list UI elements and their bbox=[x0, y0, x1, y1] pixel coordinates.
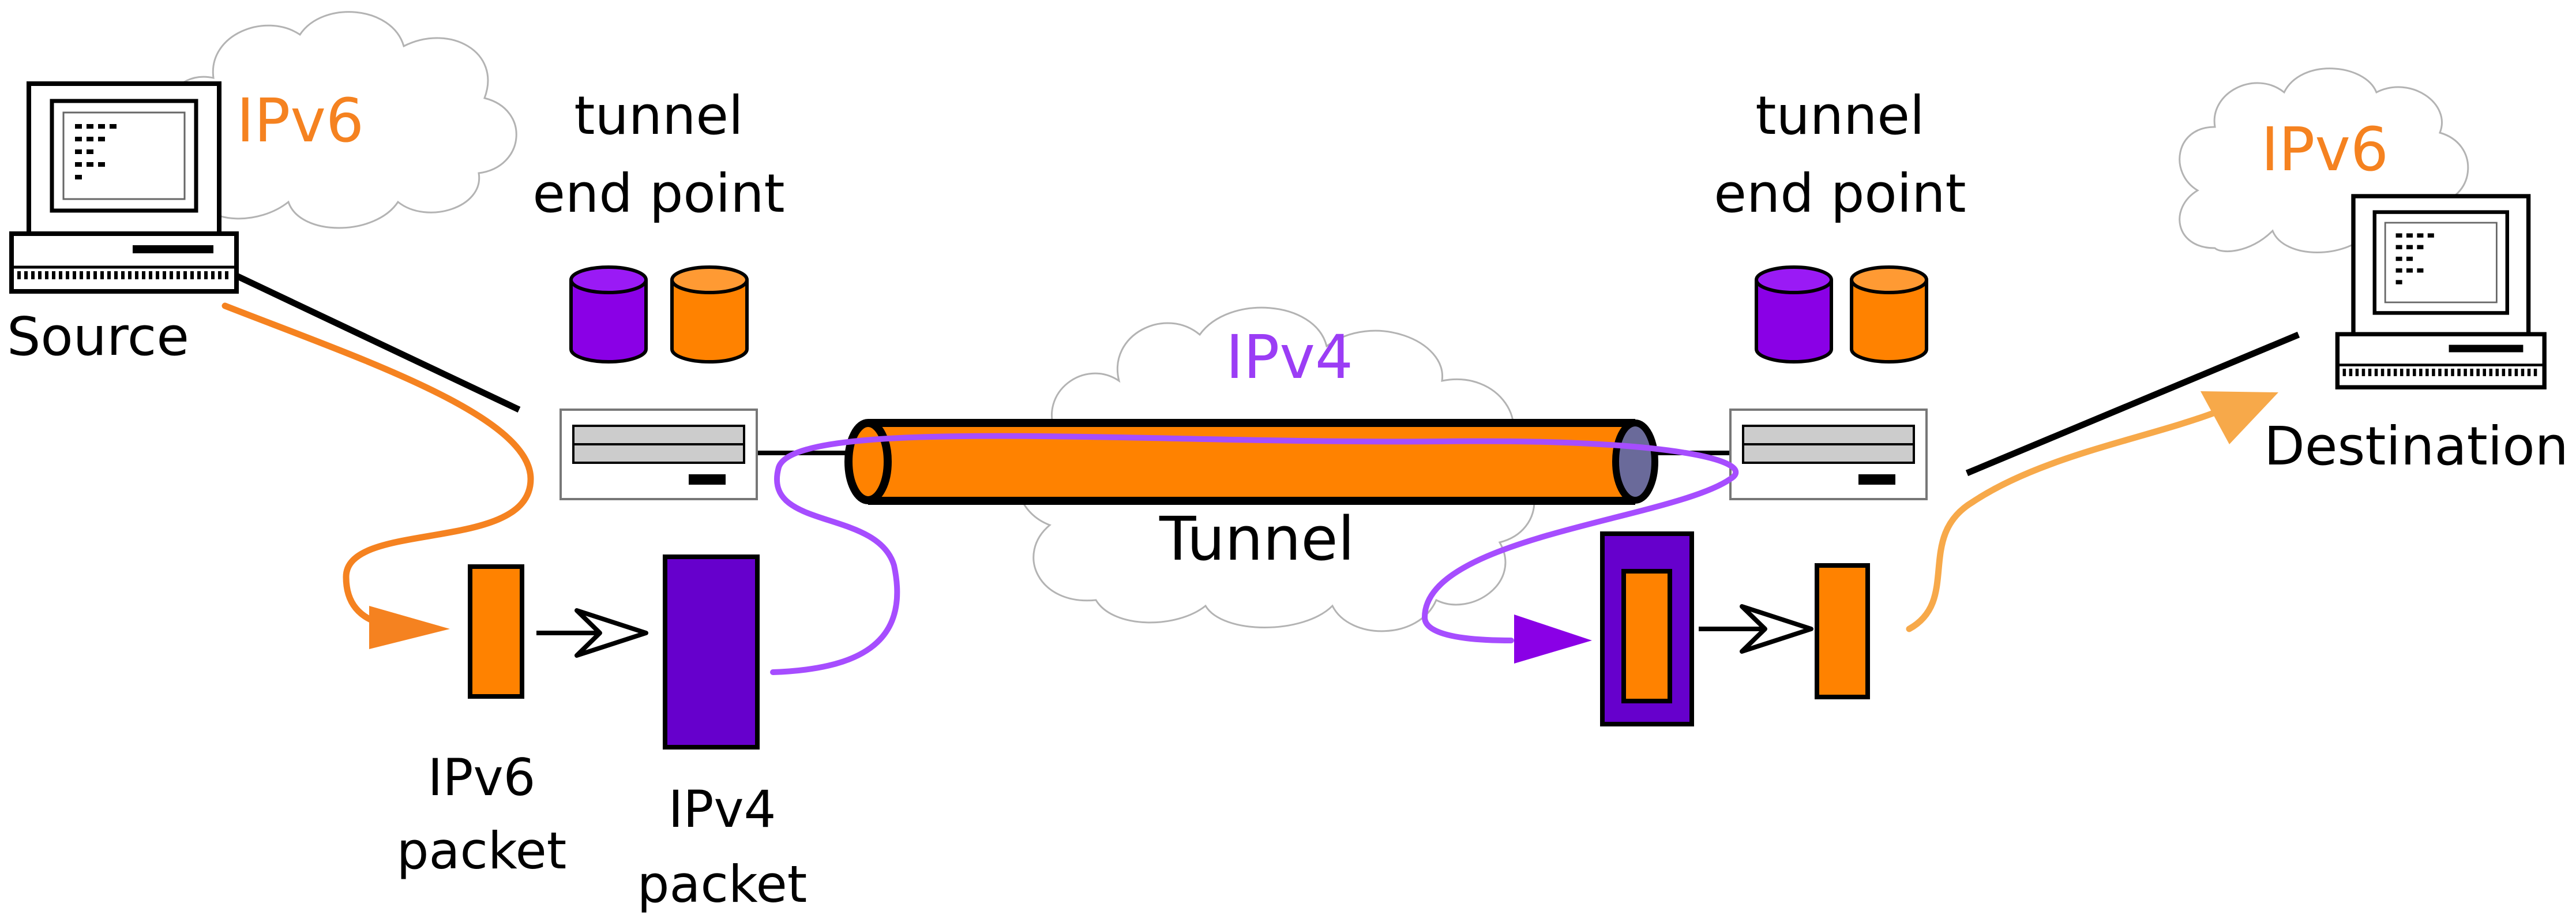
encapsulate-arrow bbox=[536, 608, 648, 658]
ipv6-flow-source-path bbox=[221, 302, 534, 649]
router-box-icon bbox=[1729, 409, 1928, 500]
protocol-stack-right bbox=[1755, 265, 1928, 364]
tunnel-label: Tunnel bbox=[1159, 504, 1354, 574]
ipv6-cloud-right-label: IPv6 bbox=[2261, 114, 2389, 185]
ipv4-flow-path bbox=[770, 433, 1739, 675]
desktop-computer-icon bbox=[12, 84, 236, 291]
ipv6-flow-destination-path bbox=[1906, 391, 2278, 632]
desktop-computer-icon bbox=[2337, 196, 2544, 387]
ipv4-packet-encapsulated bbox=[1600, 531, 1694, 726]
ipv6-packet-left bbox=[468, 564, 524, 699]
tunnel-end-point-right-label: tunnel end point bbox=[1714, 85, 1966, 224]
svg-text:packet: packet bbox=[637, 855, 808, 914]
source-link bbox=[235, 273, 521, 413]
protocol-stack-left bbox=[569, 265, 749, 364]
svg-text:IPv6: IPv6 bbox=[427, 748, 535, 807]
cylinder-icon bbox=[569, 265, 648, 364]
destination-link bbox=[1965, 331, 2300, 477]
ipv6-packet-label: IPv6 packet bbox=[397, 748, 567, 880]
tunnel-end-point-right-router bbox=[1729, 409, 1928, 500]
arrowhead-icon bbox=[1514, 615, 1592, 664]
ipv6-packet-right bbox=[1815, 563, 1870, 699]
source-label: Source bbox=[7, 306, 189, 368]
ipv4-cloud-label: IPv4 bbox=[1226, 322, 1353, 392]
ipv4-packet-label: IPv4 packet bbox=[637, 780, 808, 914]
svg-text:tunnel: tunnel bbox=[574, 85, 743, 147]
cylinder-icon bbox=[1755, 265, 1833, 364]
svg-text:end point: end point bbox=[1714, 163, 1966, 224]
destination-label: Destination bbox=[2264, 415, 2569, 477]
tunnel-end-point-left-router bbox=[559, 409, 758, 500]
source-computer bbox=[12, 84, 236, 291]
arrowhead-icon bbox=[369, 606, 450, 649]
decapsulate-arrow bbox=[1699, 604, 1813, 654]
destination-computer bbox=[2337, 196, 2544, 387]
router-box-icon bbox=[559, 409, 758, 500]
cylinder-icon bbox=[670, 265, 749, 364]
tunnel-end-point-left-label: tunnel end point bbox=[532, 85, 784, 224]
cylinder-icon bbox=[1850, 265, 1928, 364]
svg-text:IPv4: IPv4 bbox=[668, 780, 776, 839]
arrowhead-icon bbox=[2201, 391, 2278, 444]
svg-text:end point: end point bbox=[532, 163, 784, 224]
ipv4-packet-left bbox=[663, 554, 760, 750]
svg-text:packet: packet bbox=[397, 821, 567, 880]
ipv6-cloud-left-label: IPv6 bbox=[236, 85, 364, 156]
svg-text:tunnel: tunnel bbox=[1755, 85, 1924, 147]
